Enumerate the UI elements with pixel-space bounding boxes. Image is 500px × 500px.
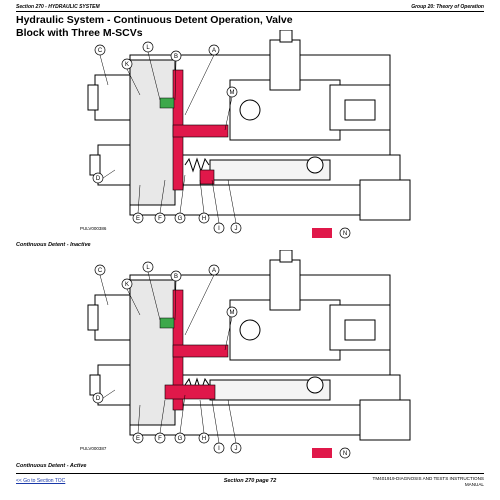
section-toc-link[interactable]: << Go to Section TOC [16,478,66,484]
manual-id-line1: TM401919-DIAGNOSIS AND TESTS INSTRUCTION… [372,476,484,481]
figure-caption-inactive: Continuous Detent - Inactive [16,242,91,248]
callout-g: G [178,436,183,442]
callout-a: A [212,268,216,274]
green-check-valve [159,317,175,329]
figure-active-diagram: C K L B A M D E F G H I J N PULV000387 [80,250,411,459]
running-header-group: Group 20: Theory of Operation [411,4,484,10]
callout-l: L [146,45,150,51]
callout-b: B [174,54,178,60]
callout-b: B [174,274,178,280]
callout-i: I [218,446,220,452]
figure-inactive-diagram: C K L B A M D E F G H I J N PULV000386 [80,30,411,239]
figure-caption-active: Continuous Detent - Active [16,463,87,469]
callout-a: A [212,48,216,54]
callout-n: N [343,451,347,457]
manual-id-line2: MANUAL [464,482,484,487]
pressure-legend-swatch [312,228,332,238]
green-check-valve [159,97,175,109]
callout-g: G [178,216,183,222]
callout-m: M [230,310,235,316]
callout-n: N [343,231,347,237]
callout-e: E [136,436,140,442]
callout-h: H [202,216,206,222]
callout-f: F [158,436,162,442]
footer-rule [16,473,484,474]
callout-h: H [202,436,206,442]
running-header-section: Section 270 - HYDRAULIC SYSTEM [16,4,100,10]
pressure-legend-swatch [312,448,332,458]
callout-k: K [125,62,129,68]
figure-image-id: PULV000387 [80,446,107,451]
callout-e: E [136,216,140,222]
callout-c: C [98,268,103,274]
page-number: Section 270 page 72 [223,478,277,484]
callout-l: L [146,265,150,271]
manual-id: TM401919-DIAGNOSIS AND TESTS INSTRUCTION… [354,476,484,488]
page-title: Hydraulic System - Continuous Detent Ope… [16,14,293,39]
header-rule [16,11,484,12]
callout-i: I [218,226,220,232]
callout-d: D [96,396,101,402]
callout-d: D [96,176,101,182]
callout-c: C [98,48,103,54]
callout-j: J [235,226,238,232]
callout-m: M [230,90,235,96]
figure-image-id: PULV000386 [80,226,107,231]
callout-k: K [125,282,129,288]
callout-f: F [158,216,162,222]
callout-j: J [235,446,238,452]
